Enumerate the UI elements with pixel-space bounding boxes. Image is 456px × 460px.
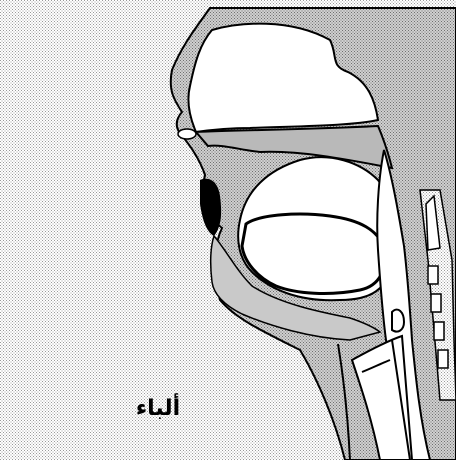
phoneme-label: ألباء	[128, 396, 188, 421]
vertebra-2	[431, 294, 441, 312]
vertebra-4	[438, 350, 448, 368]
vertebra-3	[434, 322, 444, 340]
epiglottis	[392, 310, 404, 332]
vertebra-1	[428, 266, 438, 284]
nose-tip	[178, 129, 196, 139]
